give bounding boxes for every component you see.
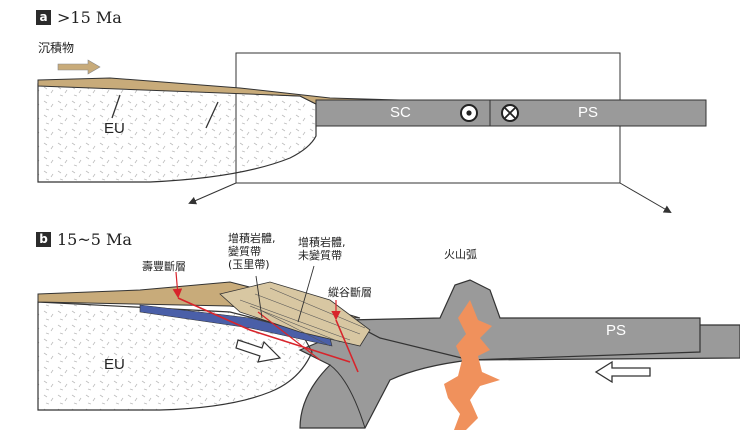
normal-fault-a1 bbox=[111, 94, 121, 119]
accretionary-wedge bbox=[219, 281, 371, 347]
unmetamorphic-line1: 增積岩體, bbox=[298, 236, 346, 249]
ps-label-a: PS bbox=[578, 104, 599, 121]
eu-continent-b bbox=[37, 301, 313, 411]
eu-label-a: EU bbox=[104, 120, 125, 137]
eu-motion-arrow bbox=[235, 339, 282, 363]
sc-label-a: SC bbox=[390, 104, 411, 121]
unmetamorphic-pointer bbox=[297, 265, 315, 323]
lanxu-fault-line bbox=[177, 297, 351, 363]
zoom-line-left bbox=[188, 182, 237, 205]
panel-a-title: a >15 Ma bbox=[36, 8, 122, 27]
zoom-line-right bbox=[619, 182, 672, 214]
eu-continent-a bbox=[37, 83, 317, 183]
eu-label-b: EU bbox=[104, 356, 125, 373]
normal-fault-a2 bbox=[205, 101, 219, 129]
panel-b-title: b 15~5 Ma bbox=[36, 230, 132, 249]
unmetamorphic-line2: 未變質帶 bbox=[298, 249, 342, 262]
longitudinal-fault-line bbox=[335, 319, 359, 373]
ps-plate bbox=[343, 279, 701, 361]
panel-a-tag: a bbox=[36, 10, 51, 25]
sediment-arrow bbox=[57, 59, 101, 75]
panel-b-age: 15~5 Ma bbox=[57, 230, 132, 249]
panel-a bbox=[37, 52, 707, 214]
panel-b bbox=[37, 265, 740, 430]
panel-a-age: >15 Ma bbox=[57, 8, 122, 27]
magma-body bbox=[444, 300, 500, 430]
lanxu-fault-label: 壽豐斷層 bbox=[142, 260, 186, 273]
unmetamorphic-label: 增積岩體, 未變質帶 bbox=[298, 236, 346, 262]
metamorphic-line2: 變質帶 bbox=[228, 245, 261, 258]
metamorphic-line1: 增積岩體, bbox=[228, 232, 276, 245]
metamorphic-line3: (玉里帶) bbox=[228, 258, 270, 271]
blue-layer bbox=[139, 304, 333, 347]
ps-label-b: PS bbox=[606, 322, 627, 339]
sediment-label: 沉積物 bbox=[38, 41, 75, 55]
ps-motion-arrow bbox=[594, 360, 651, 384]
metamorphic-label: 增積岩體, 變質帶 (玉里帶) bbox=[228, 232, 276, 271]
longitudinal-fault-label: 縱谷斷層 bbox=[328, 286, 372, 299]
volcanic-arc-label: 火山弧 bbox=[444, 248, 477, 261]
sc-label-b: SC bbox=[388, 396, 409, 413]
lanxu-pointer bbox=[172, 271, 183, 299]
panel-b-tag: b bbox=[36, 232, 51, 247]
metamorphic-pointer bbox=[255, 275, 263, 319]
